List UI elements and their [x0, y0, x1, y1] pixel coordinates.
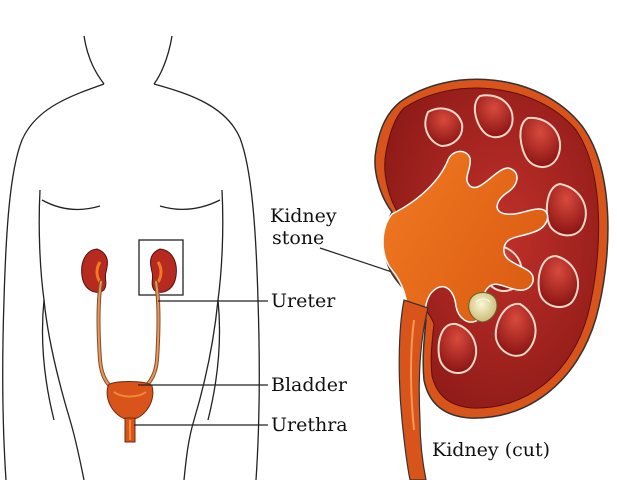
label-kidney-stone-line1: Kidney — [270, 205, 337, 227]
kidney-cut-illustration — [374, 78, 609, 480]
kidney-stone — [468, 292, 498, 323]
label-urethra: Urethra — [271, 414, 348, 436]
body-outline — [2, 35, 260, 480]
urethra — [124, 417, 136, 443]
left-kidney-small — [81, 248, 108, 293]
right-kidney-small — [149, 248, 177, 293]
ureters — [96, 280, 161, 388]
ureter-large — [398, 299, 429, 480]
kidney-highlight-box — [138, 239, 184, 296]
label-kidney-stone-line2: stone — [272, 227, 324, 249]
bladder — [106, 381, 154, 421]
label-bladder: Bladder — [271, 374, 348, 396]
label-ureter: Ureter — [271, 290, 336, 312]
label-kidney-cut: Kidney (cut) — [432, 439, 550, 461]
